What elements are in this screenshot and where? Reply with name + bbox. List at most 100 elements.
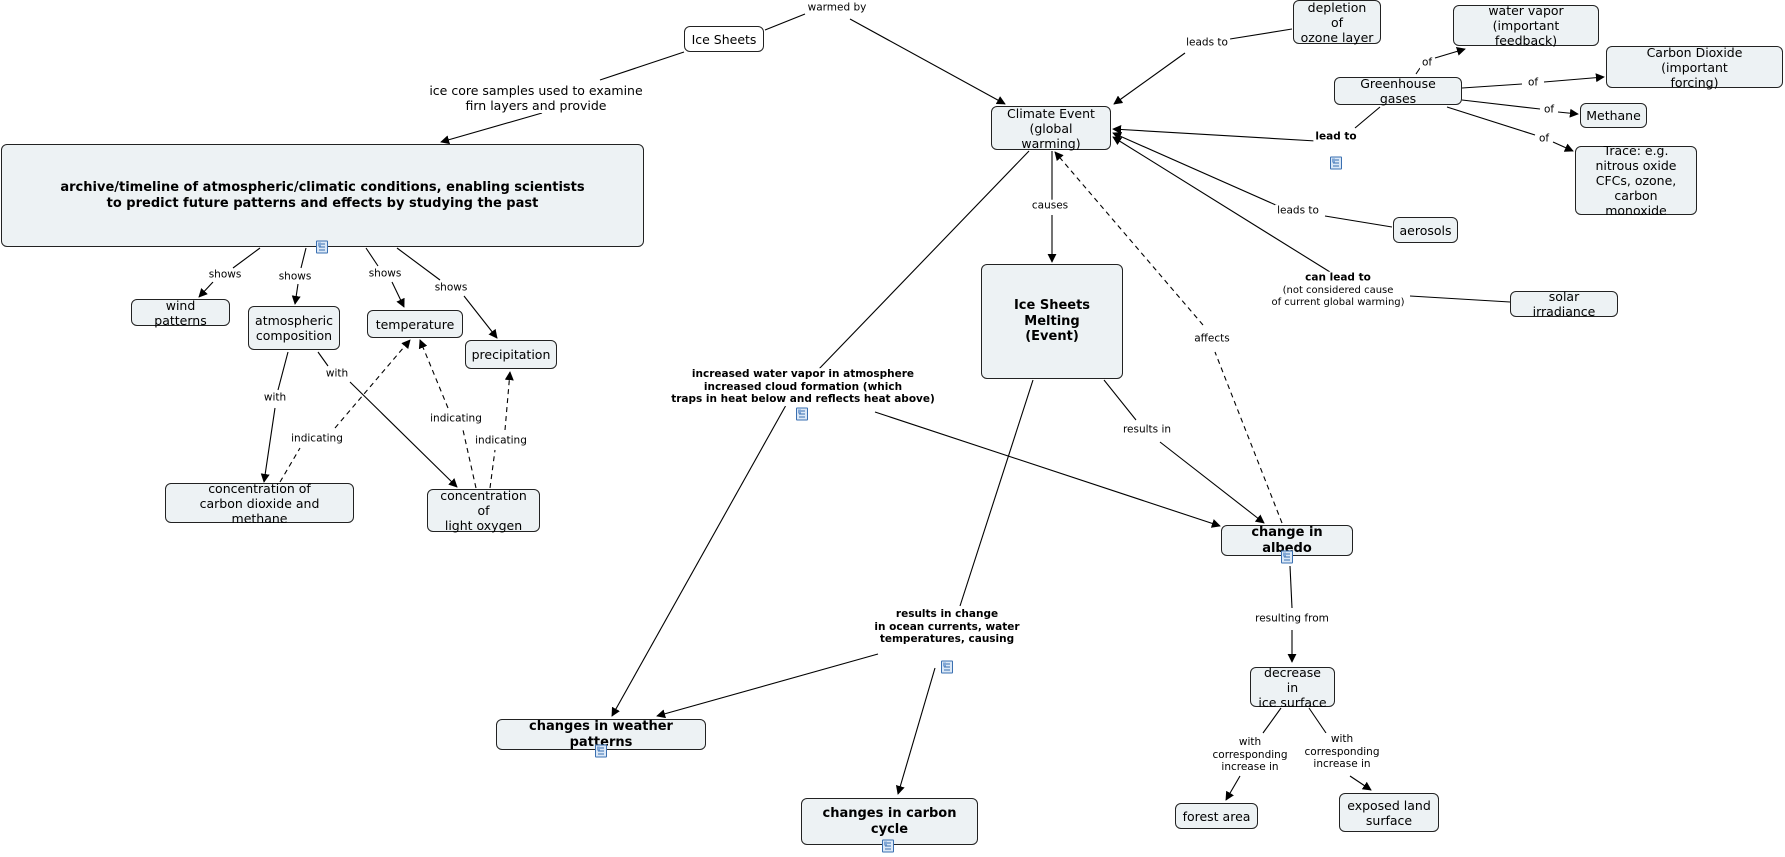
edge-canleadto-climate (1112, 136, 1331, 273)
edge-with1-co2 (260, 407, 276, 483)
label-of-3: of (1541, 103, 1557, 117)
edge-albedo-resultingfrom (1289, 565, 1293, 609)
edge-leadsto-climate (1113, 52, 1186, 105)
edge-oceanlink-carbon (895, 667, 936, 795)
edge-oxygen-indicating3 (489, 449, 496, 489)
edge-atm-with1 (277, 351, 289, 391)
edge-shows4-precip (463, 295, 498, 339)
edge-climate-watervaporlink (817, 150, 1030, 371)
edge-warmedby-climate (849, 18, 1006, 105)
edge-indicating3-precip (504, 371, 514, 431)
edge-melting-resultsin (1103, 379, 1137, 421)
label-lead-to-ghg: lead to (1313, 130, 1359, 144)
edge-shows3-temp (391, 281, 405, 308)
node-greenhouse-gases[interactable]: Greenhouse gases (1334, 76, 1462, 106)
label-of-2: of (1525, 76, 1541, 90)
edge-indicating1-temp (334, 339, 411, 429)
edge-oxygen-indicating2 (462, 429, 477, 489)
label-with-1: with (261, 391, 289, 405)
label-indicating-3: indicating (473, 434, 529, 448)
resource-document-icon[interactable] (595, 744, 607, 758)
edge-atm-with2 (317, 351, 329, 367)
edge-of4-trace (1552, 141, 1574, 152)
edge-decrease-with1 (1262, 707, 1282, 734)
edge-ghg-of3 (1461, 99, 1541, 110)
label-of-4: of (1536, 132, 1552, 146)
node-carbon-cycle[interactable]: changes in carbon cycle (801, 798, 978, 845)
node-climate-event[interactable]: Climate Event (global warming) (991, 106, 1111, 151)
label-with-corresponding-2: with corresponding increase in (1302, 733, 1382, 771)
node-decrease-ice[interactable]: decrease in ice surface (1250, 665, 1335, 710)
label-indicating-1: indicating (289, 432, 345, 446)
edge-resultsin-albedo (1159, 441, 1265, 524)
node-exposed-land[interactable]: exposed land surface (1339, 793, 1439, 832)
label-leads-to-ozone: leads to (1184, 36, 1230, 50)
edge-ozone-leadsto (1229, 28, 1293, 40)
edge-watervaporlink-weather (611, 397, 791, 717)
node-trace[interactable]: Trace: e.g. nitrous oxide CFCs, ozone, c… (1575, 143, 1697, 218)
label-shows-1: shows (206, 268, 244, 282)
node-ice-sheets-melting[interactable]: Ice Sheets Melting (Event) (981, 264, 1123, 379)
edge-shows1-wind (198, 281, 214, 298)
node-aerosols[interactable]: aerosols (1393, 217, 1458, 243)
edge-aerosols-leadsto (1324, 215, 1393, 228)
edge-affects-climate (1054, 151, 1204, 326)
edge-with2-oxygen (349, 381, 458, 488)
node-temperature[interactable]: temperature (367, 310, 463, 338)
label-with-corresponding-1: with corresponding increase in (1210, 736, 1290, 774)
label-water-vapor-link: increased water vapor in atmosphere incr… (669, 368, 937, 406)
label-ocean-link: results in change in ocean currents, wat… (872, 608, 1022, 646)
label-shows-2: shows (276, 270, 314, 284)
node-water-vapor[interactable]: water vapor (important feedback) (1453, 3, 1599, 48)
label-can-lead-to: can lead to (1303, 271, 1373, 285)
node-light-oxygen[interactable]: concentration of light oxygen (427, 488, 540, 533)
node-co2-methane[interactable]: concentration of carbon dioxide and meth… (165, 481, 354, 526)
edge-icesheets-warmedby (764, 13, 806, 31)
edge-ghg-of2 (1461, 83, 1523, 89)
node-ice-sheets[interactable]: Ice Sheets (684, 26, 764, 52)
node-depletion-ozone[interactable]: depletion of ozone layer (1293, 0, 1381, 45)
edge-indicating2-temp (418, 339, 449, 409)
node-precipitation[interactable]: precipitation (465, 340, 557, 369)
label-results-in: results in (1120, 423, 1174, 437)
label-leads-to-aerosols: leads to (1275, 204, 1321, 218)
label-affects: affects (1192, 332, 1232, 346)
edge-ghg-leadto (1354, 106, 1381, 129)
label-shows-3: shows (366, 267, 404, 281)
node-carbon-dioxide[interactable]: Carbon Dioxide (important forcing) (1606, 45, 1783, 90)
edge-decrease-with2 (1308, 707, 1327, 734)
edge-of3-methane (1557, 108, 1579, 118)
resource-document-icon[interactable] (796, 407, 808, 421)
node-atmospheric-composition[interactable]: atmospheric composition (248, 306, 340, 350)
edge-archive-shows4 (396, 247, 441, 281)
edge-archive-shows3 (365, 247, 379, 267)
edge-ghg-of1 (1415, 67, 1421, 75)
label-shows-4: shows (432, 281, 470, 295)
resource-document-icon[interactable] (1330, 156, 1342, 170)
edge-with1-forest (1225, 775, 1241, 801)
node-forest-area[interactable]: forest area (1175, 803, 1258, 829)
label-of-1: of (1419, 56, 1435, 70)
edge-co2-indicating1 (279, 447, 301, 483)
node-wind-patterns[interactable]: wind patterns (131, 298, 230, 328)
label-causes: causes (1029, 199, 1071, 213)
edge-archive-shows1 (232, 247, 261, 269)
edge-melting-oceanlink (959, 379, 1034, 607)
label-resulting-from: resulting from (1253, 612, 1331, 626)
node-solar-irradiance[interactable]: solar irradiance (1510, 289, 1618, 319)
resource-document-icon[interactable] (941, 660, 953, 674)
resource-document-icon[interactable] (1281, 550, 1293, 564)
edge-with2-exposed (1349, 775, 1372, 791)
label-indicating-2: indicating (428, 412, 484, 426)
edge-ghg-of4 (1446, 106, 1536, 136)
edge-shows2-atm (291, 283, 301, 305)
resource-document-icon[interactable] (882, 839, 894, 853)
edge-solar-canleadto (1409, 295, 1511, 303)
label-with-2: with (323, 367, 351, 381)
resource-document-icon[interactable] (316, 240, 328, 254)
node-methane[interactable]: Methane (1580, 103, 1647, 128)
edge-watervaporlink-albedo (874, 411, 1221, 528)
node-archive[interactable]: archive/timeline of atmospheric/climatic… (1, 144, 644, 247)
